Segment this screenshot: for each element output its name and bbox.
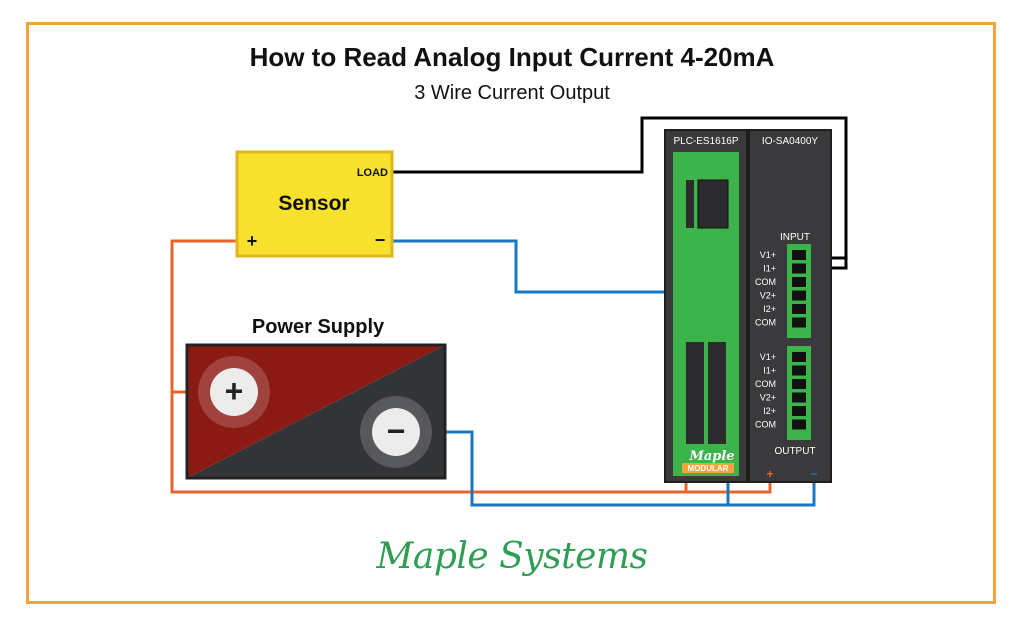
wire-load <box>392 116 848 270</box>
rail-minus-label: − <box>810 467 817 481</box>
sensor-label: Sensor <box>278 192 349 215</box>
minus-terminal-icon: − <box>360 396 432 468</box>
output-label: OUTPUT <box>774 446 815 457</box>
svg-text:Maple: Maple <box>688 449 734 464</box>
svg-text:−: − <box>387 413 406 449</box>
plc-model-label: PLC-ES1616P <box>673 136 738 147</box>
power-supply-label: Power Supply <box>252 316 385 338</box>
output-screw-5 <box>792 406 806 416</box>
input-screw-2 <box>792 263 806 274</box>
input-label: INPUT <box>780 232 810 243</box>
output-pin-label: COM <box>755 379 776 389</box>
input-screw-1 <box>792 250 806 260</box>
plc-cpu: PLC-ES1616P Maple MODULAR <box>664 129 748 483</box>
output-pin-label: V2+ <box>760 393 776 403</box>
input-screw-6 <box>792 317 806 328</box>
rail-plus-label: + <box>766 467 773 481</box>
input-screw-3 <box>792 277 806 287</box>
sensor: Sensor LOAD + − <box>235 150 394 258</box>
output-pin-label: I1+ <box>763 366 776 376</box>
wire-negative <box>432 430 816 507</box>
plus-terminal-icon: + <box>198 356 270 428</box>
input-screw-4 <box>792 290 806 301</box>
input-pin-label: V2+ <box>760 291 776 301</box>
io-model-label: IO-SA0400Y <box>762 136 818 147</box>
maple-modular-logo: Maple MODULAR <box>682 449 735 473</box>
input-pin-label: COM <box>755 277 776 287</box>
input-screw-5 <box>792 304 806 314</box>
output-pin-label: V1+ <box>760 352 776 362</box>
diagram-subtitle: 3 Wire Current Output <box>414 82 610 104</box>
output-screw-4 <box>792 392 806 403</box>
diagram-title: How to Read Analog Input Current 4-20mA <box>249 42 775 72</box>
output-screw-3 <box>792 379 806 389</box>
io-module: IO-SA0400Y INPUT V1+ I1+ COM V2+ I2+ COM V1+ I… <box>748 129 832 483</box>
svg-text:+: + <box>225 373 244 409</box>
output-pin-label: I2+ <box>763 406 776 416</box>
output-screw-1 <box>792 352 806 362</box>
wire-positive <box>170 239 772 494</box>
input-pin-label: I2+ <box>763 304 776 314</box>
maple-systems-logo: Maple Systems <box>376 536 649 577</box>
diagram-frame <box>26 22 996 604</box>
input-pin-label: COM <box>755 318 776 328</box>
sensor-minus-label: − <box>375 230 386 250</box>
sensor-load-label: LOAD <box>357 167 388 179</box>
input-pin-label: V1+ <box>760 250 776 260</box>
svg-text:MODULAR: MODULAR <box>688 464 729 473</box>
input-pin-label: I1+ <box>763 264 776 274</box>
output-screw-2 <box>792 365 806 376</box>
output-screw-6 <box>792 419 806 430</box>
power-supply: Power Supply + − <box>185 316 447 480</box>
output-pin-label: COM <box>755 420 776 430</box>
sensor-plus-label: + <box>247 231 258 251</box>
